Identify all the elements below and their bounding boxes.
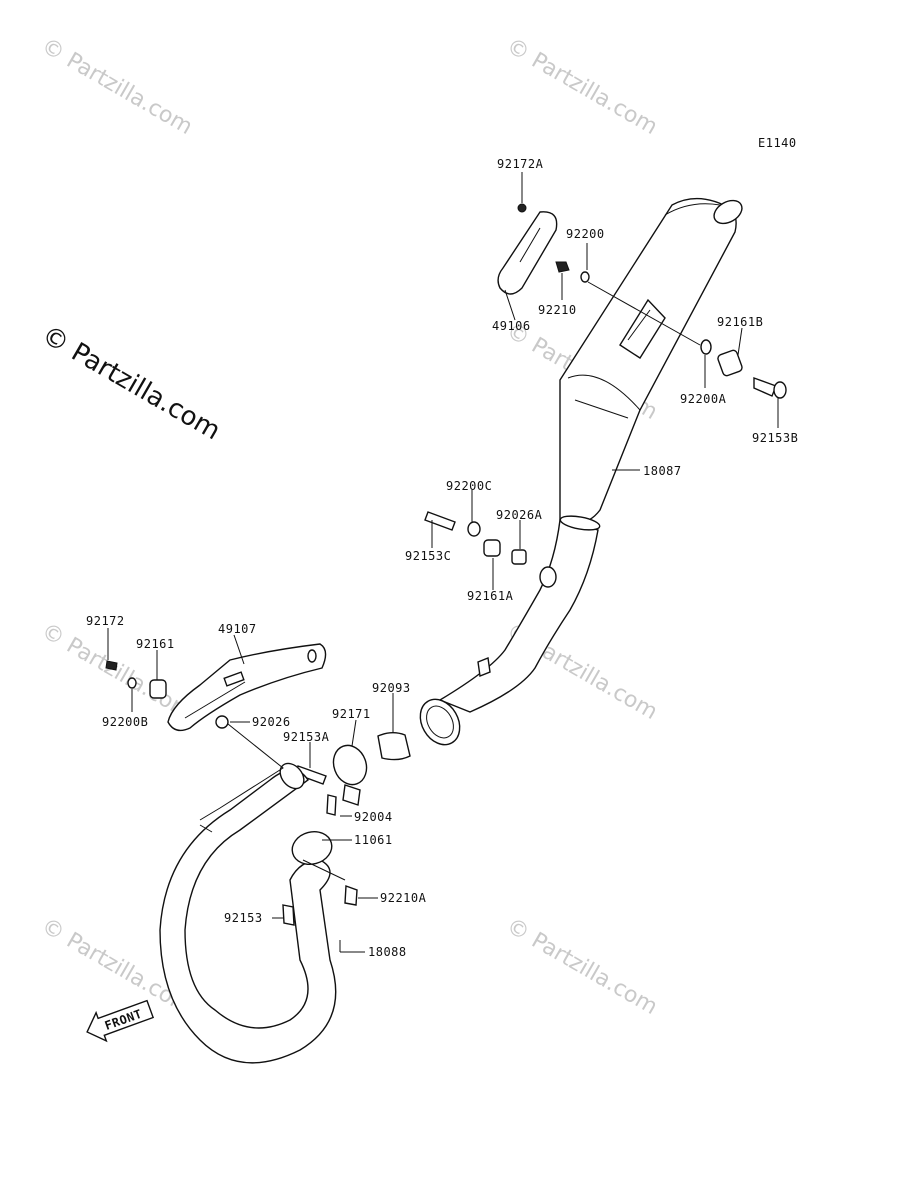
label-92153B: 92153B (752, 431, 798, 445)
label-92200C: 92200C (446, 479, 492, 493)
bracket-49107 (167, 643, 327, 732)
part-labels: 92172A 92200 92210 49106 92161B 92200A 9… (86, 157, 798, 959)
label-92153C: 92153C (405, 549, 451, 563)
watermark-7: © Partzilla.com (502, 914, 662, 1021)
label-18088: 18088 (368, 945, 407, 959)
label-92093: 92093 (372, 681, 411, 695)
watermark-1: © Partzilla.com (37, 34, 197, 141)
joint-parts (295, 732, 411, 816)
label-92172A: 92172A (497, 157, 544, 171)
reference-lines (199, 281, 701, 881)
watermark-4: © Partzilla.com (37, 619, 197, 726)
left-hardware (105, 660, 229, 729)
label-92200B: 92200B (102, 715, 148, 729)
label-92161B: 92161B (717, 315, 763, 329)
label-92153A: 92153A (283, 730, 330, 744)
label-18087: 18087 (643, 464, 682, 478)
label-92210: 92210 (538, 303, 577, 317)
label-11061: 11061 (354, 833, 393, 847)
header-pipe-18088 (159, 762, 358, 1064)
label-92200A: 92200A (680, 392, 727, 406)
label-49106: 49106 (492, 319, 531, 333)
label-92161: 92161 (136, 637, 175, 651)
label-92026: 92026 (252, 715, 291, 729)
label-49107: 49107 (218, 622, 257, 636)
watermark-2: © Partzilla.com (502, 34, 662, 141)
label-92200: 92200 (566, 227, 605, 241)
label-92161A: 92161A (467, 589, 514, 603)
label-92171: 92171 (332, 707, 371, 721)
label-92153: 92153 (224, 911, 263, 925)
label-92210A: 92210A (380, 891, 427, 905)
label-92172: 92172 (86, 614, 125, 628)
muffler-18087 (419, 197, 743, 746)
bracket-49106 (497, 203, 558, 295)
label-92004: 92004 (354, 810, 393, 824)
upper-hardware (555, 261, 787, 399)
middle-hardware (424, 511, 527, 565)
leader-lines (107, 172, 779, 953)
front-arrow: FRONT (86, 999, 155, 1043)
diagram-code: E1140 (758, 136, 797, 150)
watermark-large: © Partzilla.com (37, 320, 226, 446)
label-92026A: 92026A (496, 508, 543, 522)
